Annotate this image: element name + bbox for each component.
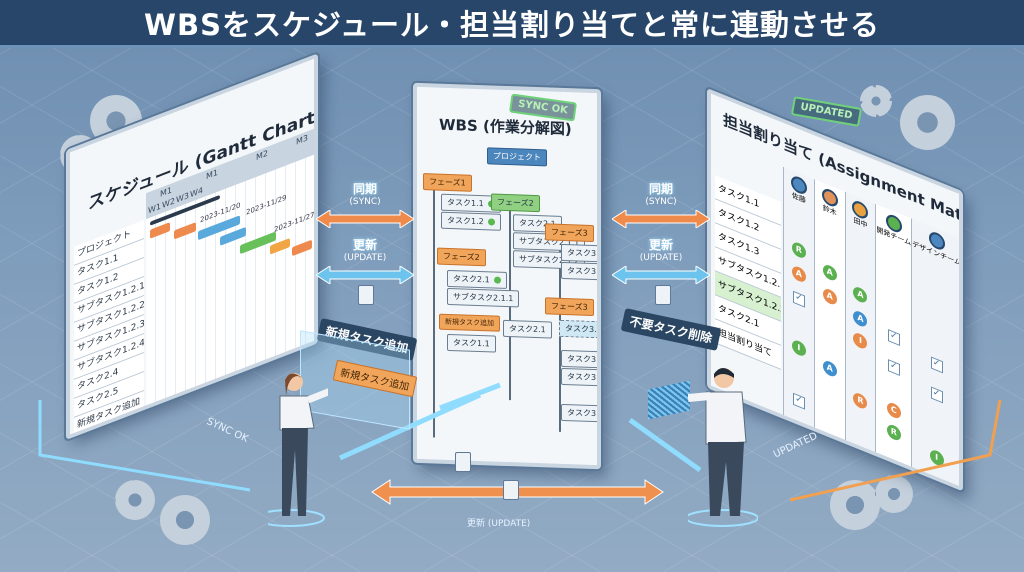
man-figure xyxy=(688,368,758,527)
gear-icon xyxy=(830,480,880,530)
gear-icon xyxy=(860,85,892,117)
page-title: WBSをスケジュール・担当割り当てと常に連動させる xyxy=(144,7,880,42)
floor-arrow xyxy=(789,399,1002,502)
gear-icon xyxy=(115,480,155,520)
document-icon xyxy=(503,480,519,500)
woman-figure xyxy=(268,373,328,527)
sync-sublabel: (SYNC) xyxy=(645,197,677,207)
document-icon xyxy=(455,452,471,472)
update-sublabel: (UPDATE) xyxy=(639,253,683,263)
sync-update-arrows-left: 同期 (SYNC) 更新 (UPDATE) xyxy=(310,180,420,292)
update-floor-label: 更新 (UPDATE) xyxy=(467,519,531,529)
title-bar: WBSをスケジュール・担当割り当てと常に連動させる xyxy=(0,0,1024,48)
document-icon xyxy=(358,285,374,305)
update-label: 更新 xyxy=(352,238,377,252)
floor-arrow xyxy=(628,417,702,473)
gear-icon xyxy=(900,95,955,150)
update-label: 更新 xyxy=(648,238,673,252)
floor-arrow xyxy=(38,400,251,492)
document-icon xyxy=(655,285,671,305)
sync-update-arrows-right: 同期 (SYNC) 更新 (UPDATE) xyxy=(606,180,716,292)
sync-sublabel: (SYNC) xyxy=(349,197,381,207)
gear-icon xyxy=(160,495,210,545)
floor-arrow xyxy=(338,392,482,461)
update-sublabel: (UPDATE) xyxy=(343,253,387,263)
sync-label: 同期 xyxy=(352,182,377,196)
gear-icon xyxy=(875,475,913,513)
floor-arrow xyxy=(439,382,501,411)
sync-label: 同期 xyxy=(648,182,673,196)
